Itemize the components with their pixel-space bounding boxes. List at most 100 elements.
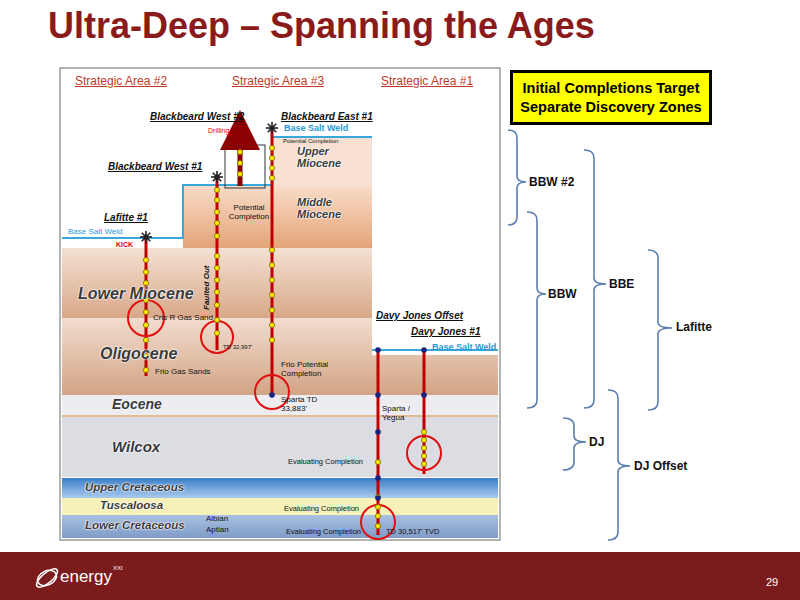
well-name: Blackbeard West #1 bbox=[108, 161, 202, 172]
stratum-label: Lower Miocene bbox=[78, 286, 194, 303]
perforation-marker bbox=[214, 187, 219, 192]
stratum-band: Oligocene bbox=[100, 346, 177, 363]
zone-bracket bbox=[608, 390, 630, 540]
zone-label: Sparta / Yegua bbox=[382, 405, 420, 423]
stratum-label: Lower Cretaceous bbox=[85, 519, 185, 531]
perforation-marker bbox=[375, 513, 380, 518]
perforation-marker bbox=[214, 289, 219, 294]
perforation-marker bbox=[269, 145, 274, 150]
blackbeard-west-2-box bbox=[225, 145, 265, 188]
perforation-marker bbox=[421, 445, 426, 450]
status-note: Drilling bbox=[208, 127, 229, 135]
perforation-marker bbox=[143, 280, 148, 285]
stratum-band: Upper Cretaceous bbox=[85, 481, 184, 493]
perforation-marker bbox=[214, 220, 219, 225]
perforation-marker bbox=[143, 337, 148, 342]
perforation-marker bbox=[269, 247, 274, 252]
panel-frame bbox=[60, 68, 500, 540]
td-label: TD 32,997' bbox=[223, 344, 252, 351]
callout-text: Initial Completions Target Separate Disc… bbox=[516, 79, 706, 115]
horizon-dot bbox=[375, 475, 381, 481]
perforation-marker bbox=[214, 277, 219, 282]
status-note: KICK bbox=[116, 241, 133, 249]
spud-burst bbox=[144, 235, 149, 240]
spud-burst bbox=[270, 126, 275, 131]
area-heading: Strategic Area #1 bbox=[381, 75, 473, 88]
stratum-label: Eocene bbox=[112, 397, 162, 412]
perforation-marker bbox=[421, 429, 426, 434]
slide-title: Ultra-Deep – Spanning the Ages bbox=[48, 6, 595, 46]
perforation-marker bbox=[269, 292, 274, 297]
logo-word: energy bbox=[60, 568, 112, 587]
horizon-dot bbox=[375, 429, 381, 435]
stratum-label: Tuscaloosa bbox=[100, 499, 163, 511]
stratum-band: Eocene bbox=[112, 397, 162, 412]
completion-note: Potential Completion bbox=[225, 204, 273, 222]
stratum-band: Wilcox bbox=[112, 439, 160, 455]
horizon-label: Base Salt Weld bbox=[432, 343, 496, 353]
logo-swirl bbox=[34, 566, 60, 590]
horizon-label: Base Salt Weld bbox=[68, 228, 123, 237]
td-label: Sparta TD 33,883' bbox=[281, 396, 326, 414]
zone-bracket-label: BBW bbox=[548, 288, 577, 301]
horizon-dot bbox=[421, 392, 427, 398]
perforation-marker bbox=[143, 257, 148, 262]
horizon-dot bbox=[375, 392, 381, 398]
zone-bracket-label: DJ Offset bbox=[634, 460, 687, 473]
zone-bracket bbox=[648, 250, 672, 410]
sand-label: Frio Gas Sands bbox=[155, 368, 211, 377]
horizon-label: Base Salt Weld bbox=[284, 124, 348, 134]
perforation-marker bbox=[269, 262, 274, 267]
perforation-marker bbox=[143, 367, 148, 372]
perforation-marker bbox=[421, 461, 426, 466]
horizon-dot bbox=[375, 347, 381, 353]
target-circles bbox=[128, 300, 441, 539]
zone-bracket bbox=[563, 418, 586, 470]
stratum-label: Upper Cretaceous bbox=[85, 481, 184, 493]
stage-label: Albian bbox=[206, 515, 228, 524]
footer-bar bbox=[0, 552, 800, 600]
perforation-marker bbox=[214, 302, 219, 307]
perforation-marker bbox=[143, 269, 148, 274]
perforation-marker bbox=[269, 165, 274, 170]
perforation-marker bbox=[269, 307, 274, 312]
perforation-marker bbox=[237, 149, 242, 154]
stratum-label: Oligocene bbox=[100, 346, 177, 363]
completion-note: Frio Potential Completion bbox=[281, 361, 355, 379]
horizon-dot bbox=[421, 347, 427, 353]
stage-label: Aptian bbox=[206, 526, 229, 535]
zone-bracket bbox=[527, 212, 546, 408]
zone-bracket bbox=[508, 130, 526, 225]
completion-note: Evaluating Completion bbox=[286, 528, 361, 536]
perforation-marker bbox=[214, 209, 219, 214]
stratum-band: Lower Cretaceous bbox=[85, 519, 185, 531]
stratum-band: Lower Miocene bbox=[78, 286, 194, 303]
spud-burst bbox=[215, 175, 220, 180]
status-note: Faulted Out bbox=[203, 266, 212, 310]
td-label: TD 30,517' TVD bbox=[386, 528, 439, 536]
stratum-label: Upper Miocene bbox=[297, 146, 359, 169]
perforation-marker bbox=[375, 459, 380, 464]
perforation-marker bbox=[214, 233, 219, 238]
perforation-marker bbox=[214, 330, 219, 335]
well-name: Lafitte #1 bbox=[104, 212, 148, 223]
perforation-marker bbox=[375, 523, 380, 528]
zone-bracket-label: BBW #2 bbox=[529, 176, 574, 189]
wells bbox=[146, 128, 424, 535]
zone-brackets bbox=[508, 130, 672, 540]
well-name: Davy Jones Offset bbox=[376, 310, 463, 321]
perforation-marker bbox=[214, 197, 219, 202]
perforation-marker bbox=[237, 171, 242, 176]
stratum-band: Tuscaloosa bbox=[100, 499, 163, 511]
perforation-marker bbox=[269, 155, 274, 160]
perforation-marker bbox=[269, 277, 274, 282]
logo-mark: XXI bbox=[113, 565, 123, 572]
perforation-marker bbox=[269, 175, 274, 180]
stratum-label: Middle Miocene bbox=[297, 197, 359, 220]
perforation-marker bbox=[237, 160, 242, 165]
well-name: Davy Jones #1 bbox=[411, 326, 481, 337]
stratum-label: Wilcox bbox=[112, 439, 160, 455]
completion-note: Evaluating Completion bbox=[284, 505, 359, 513]
perforation-marker bbox=[214, 317, 219, 322]
